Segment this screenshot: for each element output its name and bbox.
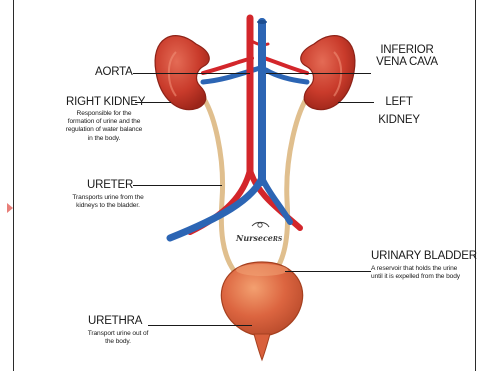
urinary-bladder-label: URINARY BLADDER: [371, 250, 477, 262]
watermark-text: NurseceRS: [236, 234, 282, 243]
right-kidney-desc-line: regulation of water balance: [58, 126, 150, 134]
bladder-desc-line: until it is expelled from the body: [371, 273, 471, 281]
urethra-desc-line: the body.: [82, 338, 154, 346]
watermark-brand: Nursece: [236, 233, 273, 243]
watermark-suffix: RS: [273, 236, 282, 243]
ureter-desc-line: kidneys to the bladder.: [62, 202, 154, 210]
ureter-desc-line: Transports urine from the: [62, 194, 154, 202]
urethra-description: Transport urine out of the body.: [82, 330, 154, 346]
right-kidney-desc-line: formation of urine and the: [58, 118, 150, 126]
right-kidney-desc-line: Responsible for the: [58, 110, 150, 118]
ureter-label: URETER: [87, 179, 133, 191]
urinary-bladder-description: A reservoir that holds the urine until i…: [371, 265, 471, 281]
inferior-vena-cava-label: INFERIOR VENA CAVA: [367, 44, 447, 68]
right-kidney-desc-line: in the body.: [58, 135, 150, 143]
ureter-leader-line: [133, 185, 222, 186]
urethra-leader-line: [148, 325, 252, 326]
vena-cava-leader-line: [266, 73, 371, 74]
urethra-shape: [254, 334, 270, 360]
left-kidney-title-line: LEFT: [374, 96, 424, 108]
bladder-desc-line: A reservoir that holds the urine: [371, 265, 471, 273]
left-kidney-leader-line: [338, 102, 374, 103]
vena-cava-opening: [257, 20, 267, 24]
left-ureter: [276, 92, 311, 270]
left-kidney-title-line: KIDNEY: [374, 114, 424, 126]
right-kidney-description: Responsible for the formation of urine a…: [58, 110, 150, 143]
vena-cava-title-line: INFERIOR: [367, 44, 447, 56]
right-kidney-leader-line: [135, 102, 171, 103]
watermark-logo: [252, 222, 269, 227]
right-ureter: [199, 92, 235, 272]
urethra-desc-line: Transport urine out of: [82, 330, 154, 338]
bladder-leader-line: [285, 271, 371, 272]
urethra-label: URETHRA: [88, 315, 142, 327]
ureter-description: Transports urine from the kidneys to the…: [62, 194, 154, 210]
vena-cava-title-line: VENA CAVA: [367, 56, 447, 68]
aorta-leader-line: [133, 73, 250, 74]
renal-vessels: [203, 58, 307, 82]
right-kidney-label: RIGHT KIDNEY: [66, 96, 145, 108]
left-kidney-label: LEFT KIDNEY: [374, 96, 424, 126]
aorta-label: AORTA: [95, 66, 133, 78]
